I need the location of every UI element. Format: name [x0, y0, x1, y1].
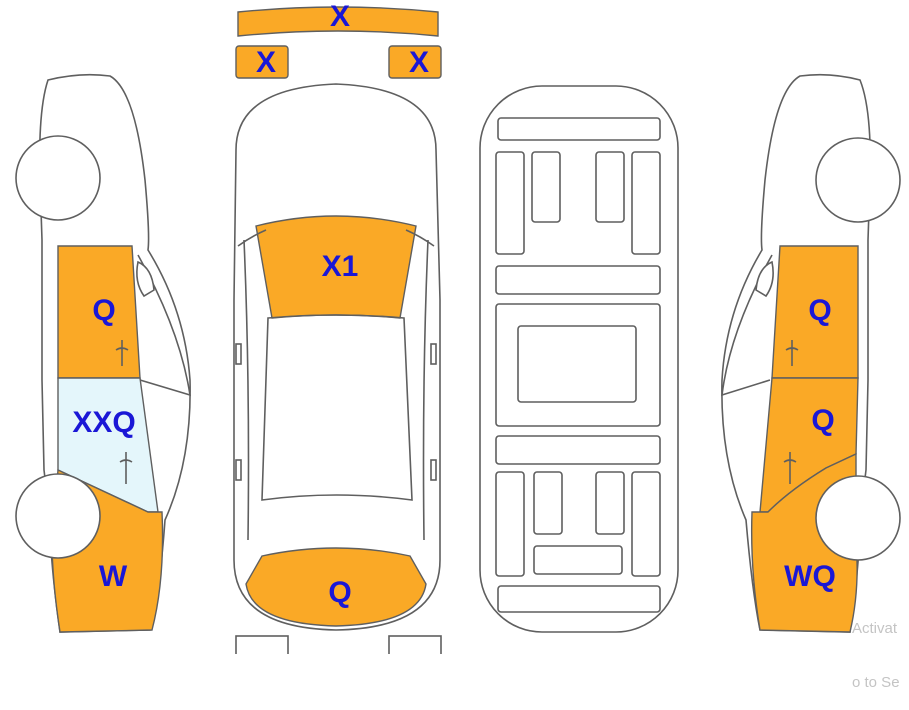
front-plate-right — [388, 635, 442, 654]
left-front-door-handle — [115, 340, 129, 366]
watermark-line-1: Activat — [852, 620, 898, 637]
left-side-line — [243, 239, 250, 541]
left-mirror-top — [235, 343, 242, 365]
top-view: X1 Q — [233, 83, 442, 654]
right-handle-top — [430, 459, 437, 481]
right-side-line — [422, 239, 429, 541]
under-panel-r1 — [631, 151, 661, 255]
under-panel-bl1 — [495, 471, 525, 577]
rear-bumper-top-part[interactable] — [237, 6, 439, 37]
under-panel-l2 — [531, 151, 561, 223]
left-mirror — [136, 260, 155, 298]
left-rear-door-label: XXQ — [72, 406, 135, 439]
under-panel-bottom2 — [497, 585, 661, 613]
rear-piece-left-label: X — [256, 46, 276, 79]
left-rear-wheel — [15, 473, 101, 559]
left-front-door-label: Q — [92, 294, 115, 327]
windshield-right-line — [405, 229, 435, 247]
under-panel-r2 — [595, 151, 625, 223]
rear-bumper-group: X X X — [235, 0, 442, 79]
windshield-left-line — [237, 229, 267, 247]
under-panel-l1 — [495, 151, 525, 255]
watermark-line-2: o to Se — [852, 674, 900, 691]
hood-label: X1 — [322, 250, 359, 283]
car-damage-diagram: X X X Q XXQ W X1 Q — [15, 0, 901, 654]
left-handle-top — [235, 459, 242, 481]
right-rear-wheel — [815, 475, 901, 561]
under-panel-top — [497, 117, 661, 141]
rear-piece-right-part[interactable] — [388, 45, 442, 79]
front-plate-left — [235, 635, 289, 654]
left-front-wheel — [15, 135, 101, 221]
under-panel-br1 — [631, 471, 661, 577]
under-panel-bottom1 — [533, 545, 623, 575]
right-rear-quarter-label: WQ — [784, 560, 836, 593]
left-rear-door-handle — [119, 452, 133, 484]
right-mirror — [755, 260, 774, 298]
right-mirror-top — [430, 343, 437, 365]
rear-piece-right-label: X — [409, 46, 429, 79]
left-rear-quarter-label: W — [99, 560, 128, 593]
right-side-view: Q Q WQ — [721, 73, 901, 633]
under-panel-mid2 — [495, 435, 661, 465]
front-bumper-label: Q — [328, 576, 351, 609]
right-rear-door-handle — [783, 452, 797, 484]
under-panel-bl2 — [533, 471, 563, 535]
right-front-door-handle — [785, 340, 799, 366]
rear-bumper-top-label: X — [330, 0, 350, 33]
under-panel-center — [517, 325, 637, 403]
front-bumper-part[interactable] — [245, 547, 427, 627]
under-panel-mid1 — [495, 265, 661, 295]
right-front-door-label: Q — [808, 294, 831, 327]
left-side-view: Q XXQ W — [15, 73, 191, 633]
under-panel-br2 — [595, 471, 625, 535]
undercarriage-view — [479, 85, 679, 633]
rear-piece-left-part[interactable] — [235, 45, 289, 79]
activation-watermark: Activat o to Se — [852, 584, 909, 710]
right-rear-door-label: Q — [811, 404, 834, 437]
roof-outline — [261, 314, 413, 501]
right-front-wheel — [815, 137, 901, 223]
